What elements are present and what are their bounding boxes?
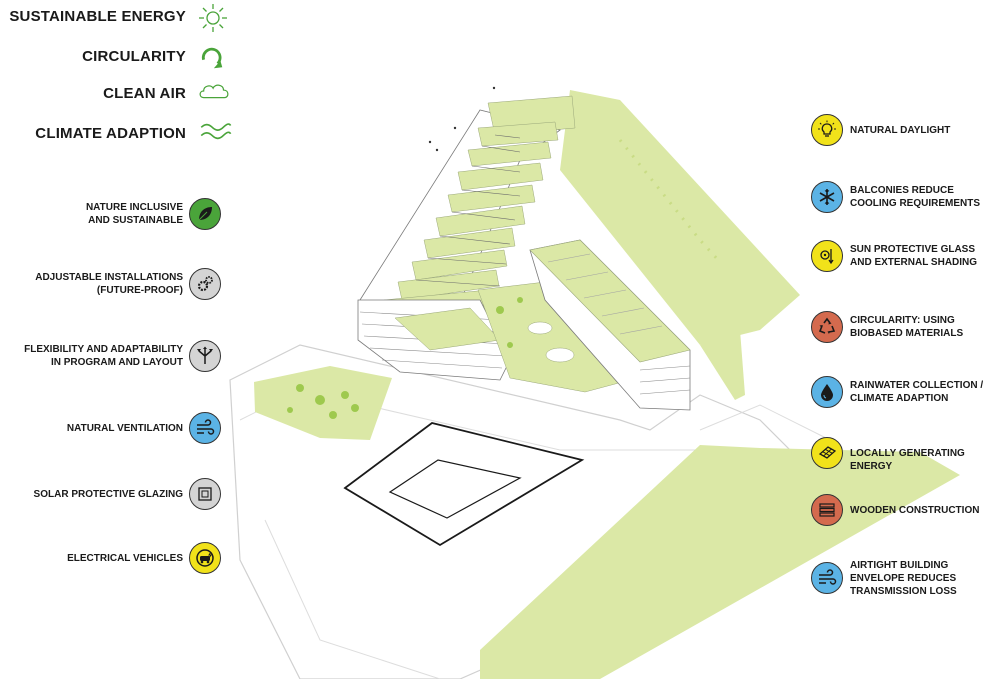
right-feature-badge [811,240,843,272]
feature-label-line: NATURAL DAYLIGHT [850,124,951,136]
feature-label-line: ELECTRICAL VEHICLES [67,552,183,564]
header-sustainable-energy: SUSTAINABLE ENERGY [0,5,186,29]
header-climate-adaption: CLIMATE ADAPTION [0,122,186,146]
feature-label-line: CLIMATE ADAPTION [850,393,949,404]
feature-label-line: (FUTURE-PROOF) [96,285,183,296]
feature-label-line: WOODEN CONSTRUCTION [850,504,980,516]
right-feature-label: SUN PROTECTIVE GLASS AND EXTERNAL SHADING [850,243,998,269]
lawn-trees [287,384,359,419]
feature-label-line: AND SUSTAINABLE [88,215,183,226]
feature-label-line: NATURE INCLUSIVE [85,202,183,213]
header-text: CLIMATE ADAPTION [35,125,186,142]
cloud-icon [198,80,232,107]
park-strip-north [560,90,800,345]
left-feature-label: FLEXIBILITY AND ADAPTABILITY IN PROGRAM A… [10,343,183,369]
feature-label-line: TRANSMISSION LOSS [850,585,957,597]
split-arrows-icon [195,346,215,366]
right-feature-label: WOODEN CONSTRUCTION [850,504,998,517]
recycle-icon [817,317,837,337]
feature-label-line: AND EXTERNAL SHADING [850,257,978,268]
right-feature-label: NATURAL DAYLIGHT [850,124,998,137]
left-feature-badge [189,268,221,300]
left-feature-label: SOLAR PROTECTIVE GLAZING [10,488,183,501]
wind-icon [195,418,215,438]
feature-label-line: COOLING REQUIREMENTS [850,198,981,209]
feature-label-line: ADJUSTABLE INSTALLATIONS [35,272,183,283]
header-clean-air: CLEAN AIR [0,82,186,106]
park-strip-east [700,330,745,400]
left-feature-badge [189,412,221,444]
right-feature-badge [811,494,843,526]
header-text: CIRCULARITY [82,48,186,65]
sun-icon [198,3,228,38]
waves-icon [198,120,232,147]
east-wing [529,239,691,411]
feature-label-line: SOLAR PROTECTIVE GLAZING [33,488,183,500]
right-feature-badge [811,114,843,146]
right-feature-badge [811,311,843,343]
water-drop-icon [817,382,837,402]
feature-label-line: BALCONIES REDUCE [850,185,954,196]
header-text: SUSTAINABLE ENERGY [9,8,186,25]
left-feature-badge [189,198,221,230]
snowflake-icon [817,187,837,207]
podium [357,299,511,381]
road-line-2 [264,519,441,679]
park-strip-north-trees [618,139,722,264]
electric-car-icon [195,548,215,568]
right-feature-badge [811,562,843,594]
left-feature-label: NATURE INCLUSIVE AND SUSTAINABLE [10,201,183,227]
header-circularity: CIRCULARITY [0,45,186,69]
glazing-icon [195,484,215,504]
left-feature-badge [189,340,221,372]
feature-label-line: BIOBASED MATERIALS [850,328,964,339]
feature-label-line: SUN PROTECTIVE GLASS [850,244,976,255]
right-feature-label: LOCALLY GENERATING ENERGY [850,447,998,473]
right-feature-label: CIRCULARITY: USING BIOBASED MATERIALS [850,314,998,340]
feature-label-line: IN PROGRAM AND LAYOUT [50,357,183,368]
right-feature-badge [811,376,843,408]
feature-label-line: RAINWATER COLLECTION / [850,380,984,391]
timber-icon [817,500,837,520]
left-feature-badge [189,478,221,510]
left-feature-label: NATURAL VENTILATION [10,422,183,435]
leaf-icon [195,204,215,224]
feature-label-line: CIRCULARITY: USING [850,315,955,326]
left-feature-label: ELECTRICAL VEHICLES [10,552,183,565]
header-text: CLEAN AIR [103,85,186,102]
feature-label-line: LOCALLY GENERATING ENERGY [850,447,965,472]
shading-icon [817,246,837,266]
solar-panel-icon [817,443,837,463]
road-line-3 [699,404,831,441]
right-feature-badge [811,437,843,469]
feature-label-line: NATURAL VENTILATION [66,422,183,434]
feature-label-line: ENVELOPE REDUCES [850,572,957,584]
feature-label-line: AIRTIGHT BUILDING [850,559,949,571]
left-feature-badge [189,542,221,574]
circular-arrow-icon [198,43,226,76]
feature-label-line: FLEXIBILITY AND ADAPTABILITY [24,344,183,355]
tower-west-wing [359,95,576,351]
right-feature-badge [811,181,843,213]
courtyard [477,281,631,393]
empty-plot [343,422,585,547]
birds [428,86,496,152]
left-feature-label: ADJUSTABLE INSTALLATIONS (FUTURE-PROOF) [10,271,183,297]
right-feature-label: RAINWATER COLLECTION / CLIMATE ADAPTION [850,379,998,405]
wind-icon [817,568,837,588]
lightbulb-icon [817,120,837,140]
gears-icon [195,274,215,294]
right-feature-label: BALCONIES REDUCE COOLING REQUIREMENTS [850,184,998,210]
